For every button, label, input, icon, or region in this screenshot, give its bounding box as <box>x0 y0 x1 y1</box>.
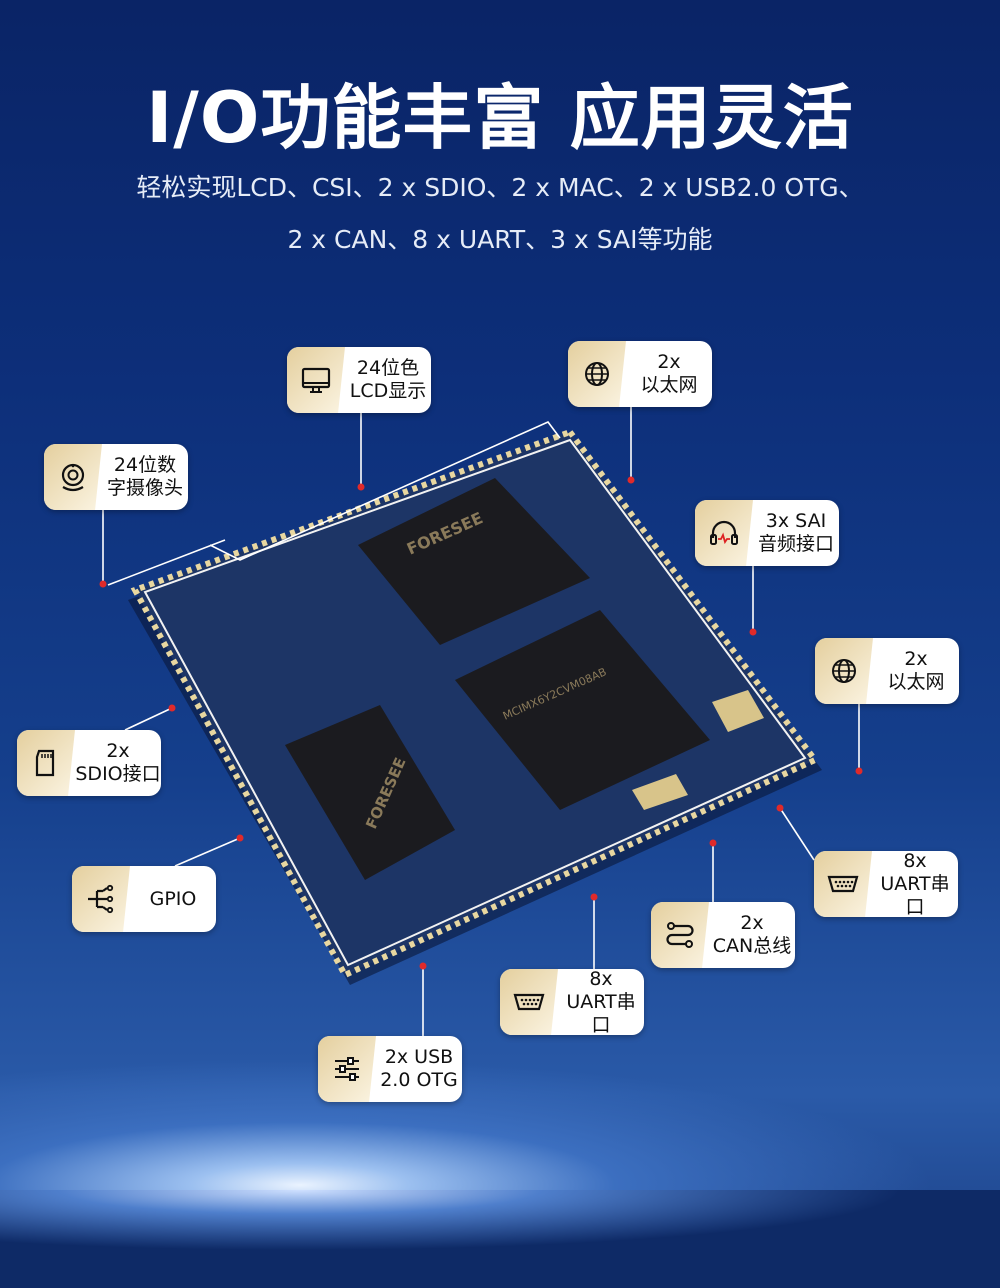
feature-text-line: UART串口 <box>880 872 950 918</box>
feature-text-line: 字摄像头 <box>106 477 183 499</box>
serial-port-icon <box>500 969 558 1035</box>
headphones-icon <box>695 500 753 566</box>
feature-text-line: LCD显示 <box>349 380 427 402</box>
feature-text-line: UART串口 <box>566 990 636 1036</box>
feature-label: GPIO <box>72 866 216 932</box>
subtitle-line-2: 2 x CAN、8 x UART、3 x SAI等功能 <box>287 225 713 254</box>
camera-icon <box>44 444 102 510</box>
feature-text-line: 2x <box>904 648 928 670</box>
flash-chip <box>358 478 590 645</box>
monitor-icon <box>287 347 345 413</box>
feature-text-line: 以太网 <box>887 671 945 693</box>
feature-text-line: 音频接口 <box>757 533 834 555</box>
feature-text-line: 2x <box>657 351 681 373</box>
feature-text-line: 2x USB <box>384 1046 454 1068</box>
feature-label: 24位数字摄像头 <box>44 444 188 510</box>
subtitle-line-1: 轻松实现LCD、CSI、2 x SDIO、2 x MAC、2 x USB2.0 … <box>136 173 864 202</box>
feature-text-line: 24位色 <box>356 357 420 379</box>
globe-icon <box>815 638 873 704</box>
crystal <box>632 774 688 810</box>
serial-port-icon <box>814 851 872 917</box>
feature-text-line: 24位数 <box>113 454 177 476</box>
anchor-dots <box>99 476 863 970</box>
can-bus-icon <box>651 902 709 968</box>
globe-icon <box>568 341 626 407</box>
usb-sliders-icon <box>318 1036 376 1102</box>
feature-text-line: SDIO接口 <box>75 763 161 785</box>
feature-text: GPIO <box>130 866 216 932</box>
sd-card-icon <box>17 730 75 796</box>
crystal <box>712 690 764 732</box>
feature-text-line: 8x <box>589 969 613 990</box>
horizon-glow <box>0 1190 1000 1288</box>
feature-text-line: 8x <box>903 851 927 872</box>
cpu-chip <box>455 610 710 810</box>
feature-text-line: 2.0 OTG <box>380 1069 458 1091</box>
feature-text-line: 2x <box>740 912 764 934</box>
leader-lines <box>102 407 860 1036</box>
feature-text-line: CAN总线 <box>712 935 792 957</box>
page-title: I/O功能丰富 应用灵活 <box>146 77 854 159</box>
feature-text-line: 以太网 <box>640 374 698 396</box>
feature-text-line: 2x <box>106 740 130 762</box>
ram-chip <box>285 705 455 880</box>
feature-text-line: GPIO <box>149 887 197 910</box>
gpio-icon <box>72 866 130 932</box>
feature-text-line: 3x SAI <box>765 510 827 532</box>
feature-text: 24位数字摄像头 <box>102 444 188 510</box>
